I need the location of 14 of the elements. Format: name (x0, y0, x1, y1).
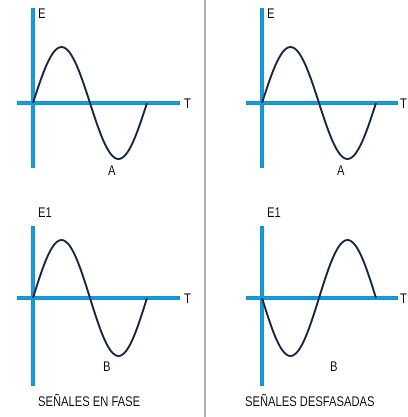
axis-label: T (184, 290, 191, 306)
axis-label: E (267, 5, 274, 21)
axis-label: T (400, 290, 407, 306)
curve-label: A (108, 162, 116, 178)
curve-label: B (103, 358, 110, 374)
curve-label: B (330, 358, 338, 374)
curve-label: A (337, 162, 344, 178)
caption: SEÑALES DESFASADAS (245, 393, 374, 409)
caption: SEÑALES EN FASE (38, 393, 140, 409)
axis-label: T (400, 95, 407, 111)
axis-label: E (38, 5, 46, 21)
axis-label: T (184, 95, 191, 111)
axis-label: E1 (267, 204, 281, 220)
axis-label: E1 (38, 204, 52, 220)
